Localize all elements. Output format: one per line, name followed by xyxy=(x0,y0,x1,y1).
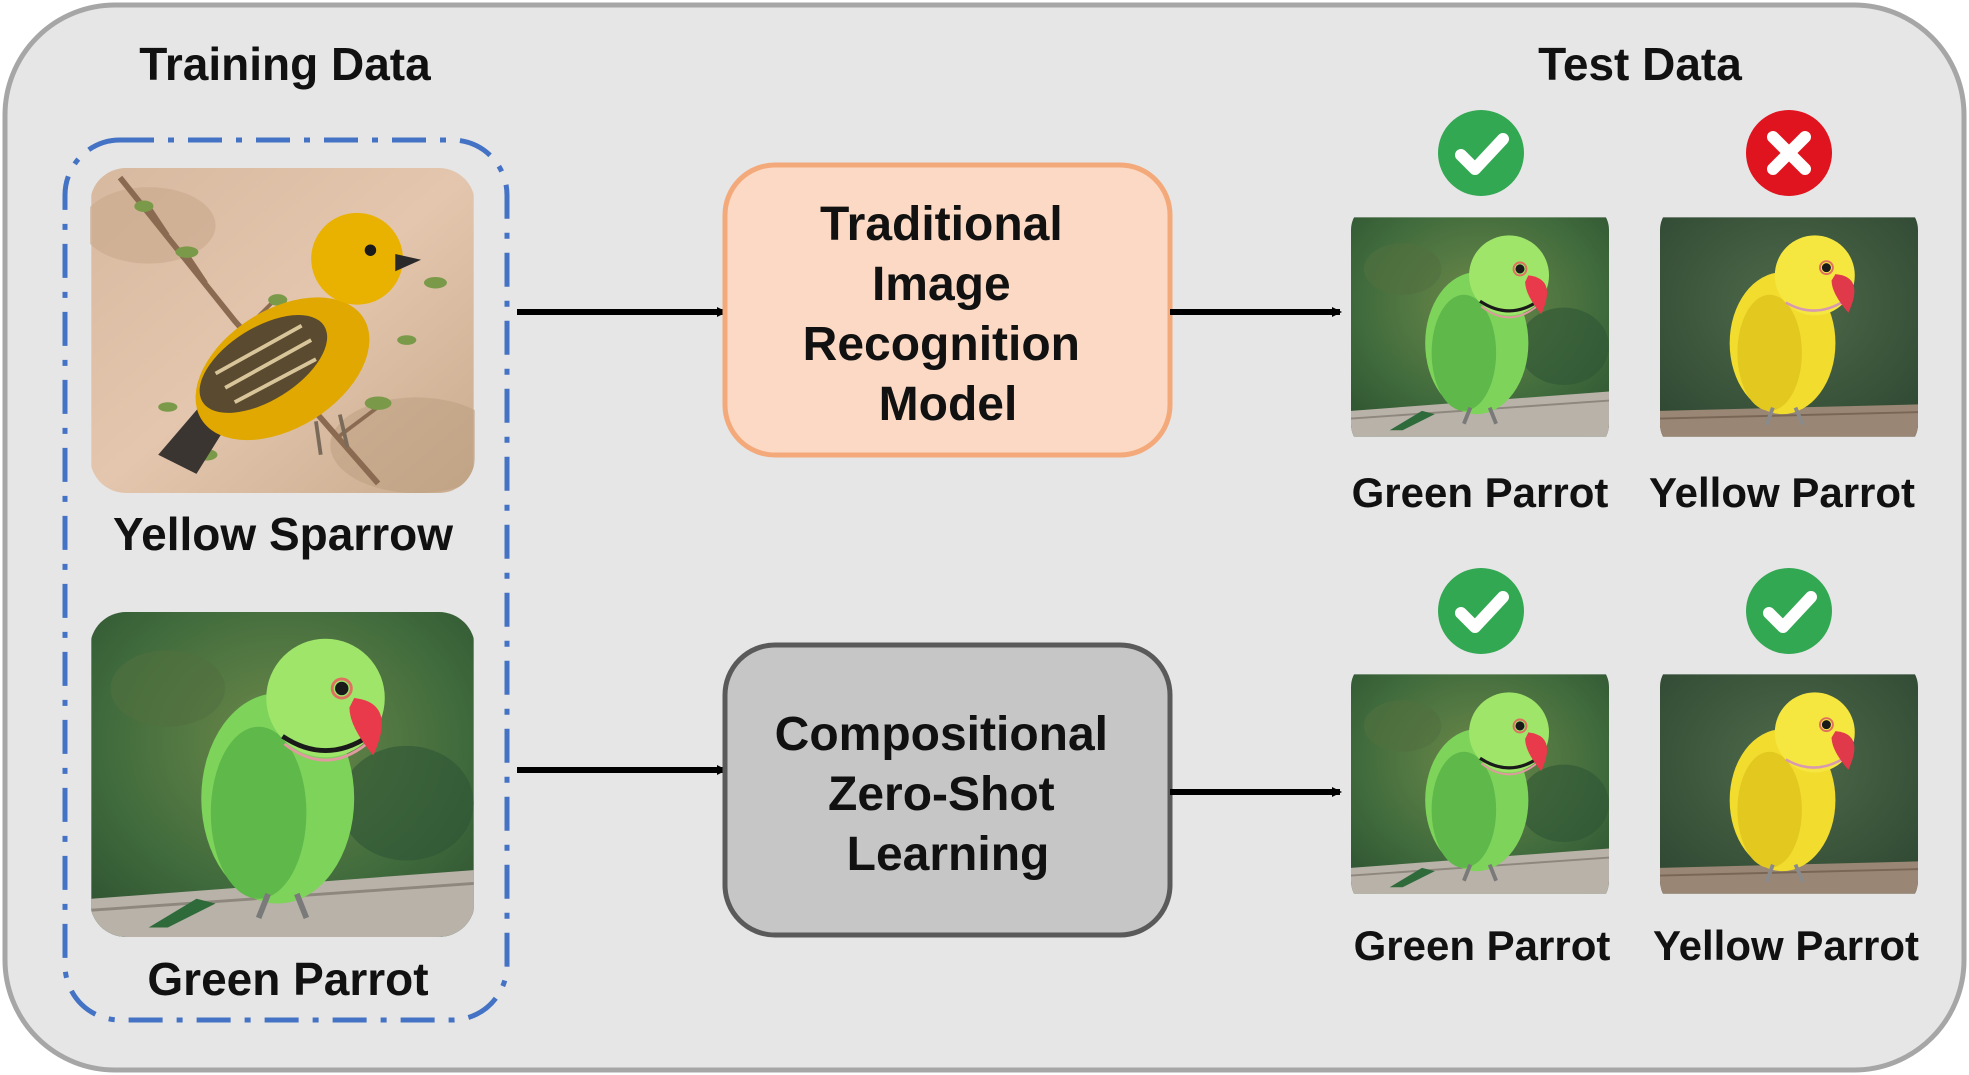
check-circle-icon xyxy=(1763,591,1817,633)
czsl-model-label: Compositional Zero-Shot Learning xyxy=(775,708,1122,881)
training-image-yellow-sparrow xyxy=(82,168,503,493)
traditional-model-line-2: Image xyxy=(872,258,1011,311)
test-label-green-parrot: Green Parrot xyxy=(1354,922,1611,969)
test-row-1-item-1-result-icon xyxy=(1438,110,1524,196)
test-image-green-parrot xyxy=(1351,217,1609,436)
training-image-green-parrot xyxy=(91,612,473,937)
czsl-model-line-2: Zero-Shot xyxy=(828,768,1055,821)
czsl-model-line-3: Learning xyxy=(847,828,1050,881)
traditional-model-line-1: Traditional xyxy=(820,198,1063,251)
check-circle-icon xyxy=(1455,591,1509,633)
test-image-yellow-parrot xyxy=(1660,217,1918,436)
test-label-green-parrot: Green Parrot xyxy=(1352,469,1609,516)
training-data-title: Training Data xyxy=(139,38,431,90)
test-label-yellow-parrot: Yellow Parrot xyxy=(1653,922,1919,969)
test-image-green-parrot xyxy=(1351,674,1609,893)
training-label-yellow-sparrow: Yellow Sparrow xyxy=(113,508,453,560)
test-image-yellow-parrot xyxy=(1660,674,1918,893)
test-row-2-item-2-result-icon xyxy=(1746,568,1832,654)
traditional-model-line-4: Model xyxy=(879,378,1018,431)
traditional-model-line-3: Recognition xyxy=(803,318,1080,371)
test-label-yellow-parrot: Yellow Parrot xyxy=(1649,469,1915,516)
x-circle-icon xyxy=(1767,131,1811,175)
czsl-model-line-1: Compositional xyxy=(775,708,1108,761)
traditional-model-label: Traditional Image Recognition Model xyxy=(803,198,1094,431)
test-data-title: Test Data xyxy=(1538,38,1742,90)
training-data-dashed-box xyxy=(62,137,510,1023)
training-label-green-parrot: Green Parrot xyxy=(147,953,428,1005)
test-row-1-item-2-result-icon xyxy=(1746,110,1832,196)
check-circle-icon xyxy=(1455,133,1509,175)
test-row-2-item-1-result-icon xyxy=(1438,568,1524,654)
